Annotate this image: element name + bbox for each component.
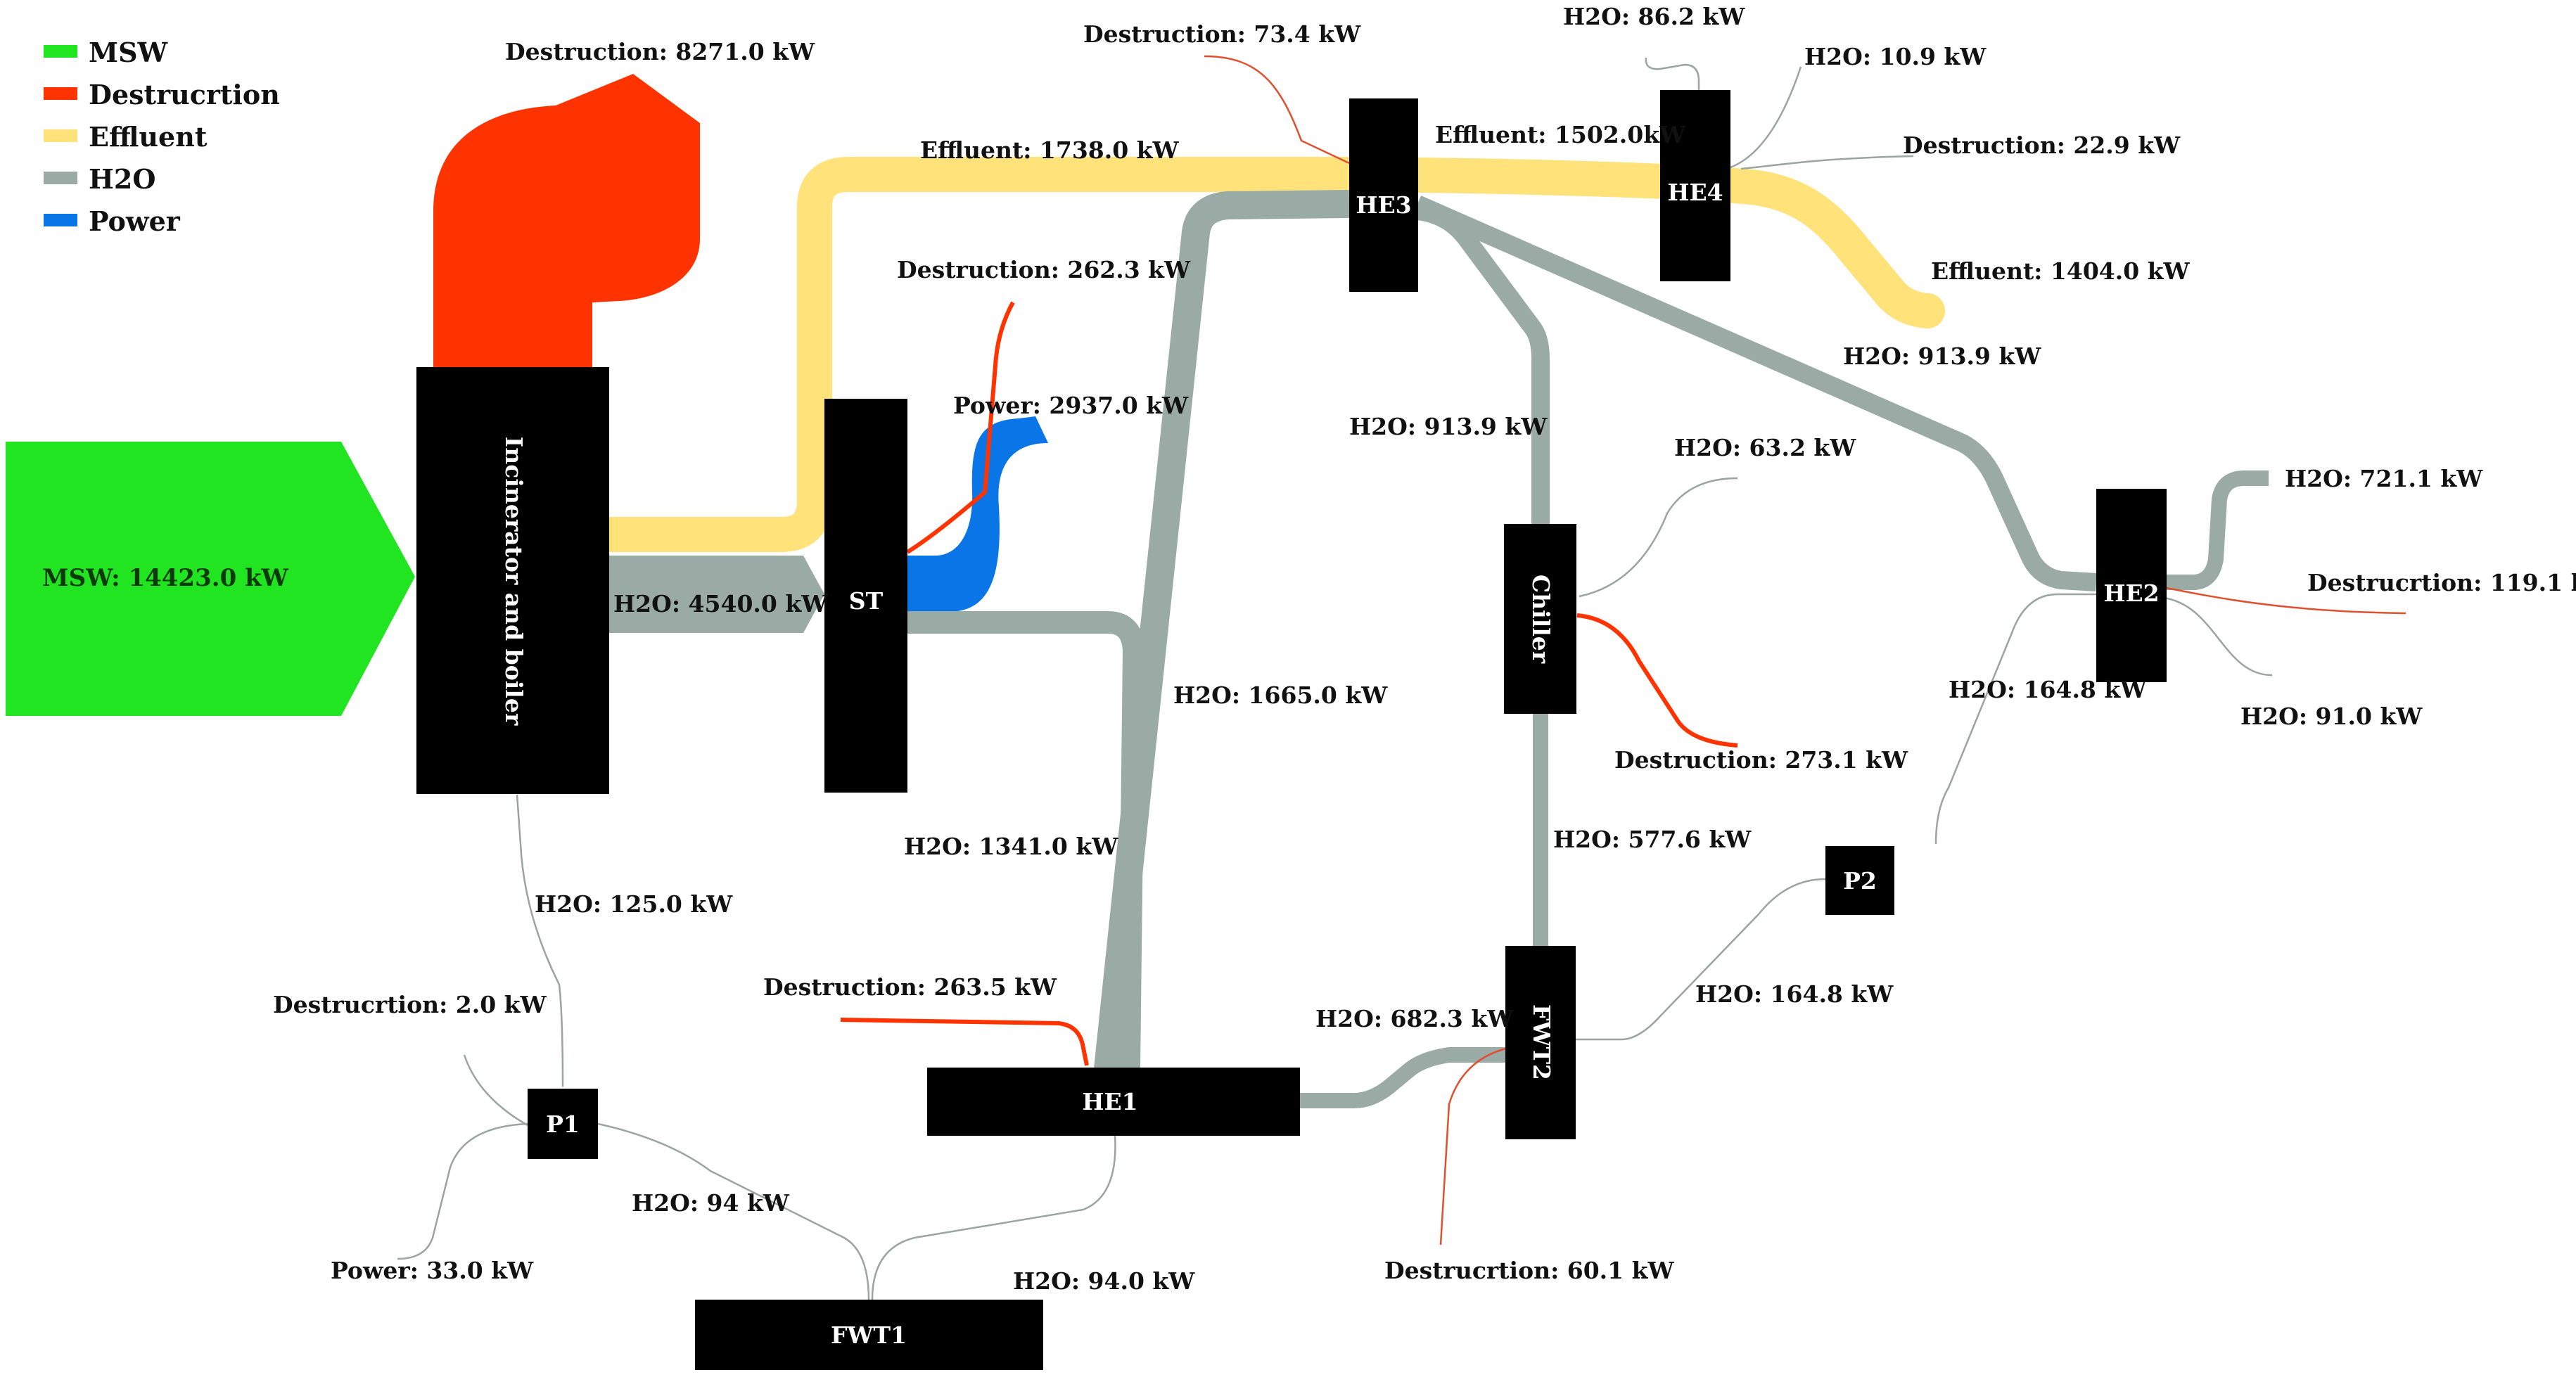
label-he1-h2o-fwt1: H2O: 94.0 kW (1013, 1267, 1195, 1295)
line-chiller-h2o-in (1579, 477, 1738, 598)
node-he3 (1349, 98, 1418, 292)
label-chiller-destruction: Destruction: 273.1 kW (1614, 746, 1908, 774)
line-fwt2-destruction (1439, 1046, 1510, 1245)
label-he3-h2o-chiller: H2O: 913.9 kW (1349, 413, 1548, 440)
legend-swatch-destruction (44, 87, 77, 100)
legend-swatch-msw (44, 45, 77, 58)
label-fwt2-h2o-p2: H2O: 164.8 kW (1695, 980, 1894, 1008)
label-p1-h2o-fwt1: H2O: 94 kW (632, 1189, 790, 1217)
line-he2-h2o-small (2162, 596, 2273, 677)
label-inc-effluent: Effluent: 1738.0 kW (920, 136, 1180, 164)
line-he1-destruction (840, 1018, 1089, 1066)
label-he4-h2o-out: H2O: 10.9 kW (1804, 43, 1987, 70)
line-inc-p1 (516, 794, 564, 1087)
node-p2 (1825, 846, 1894, 915)
flow-st-power (907, 416, 1048, 612)
node-label-p1: P1 (546, 1110, 580, 1138)
line-p1-power (397, 1122, 528, 1260)
label-he4-effluent: Effluent: 1404.0 kW (1931, 257, 2191, 285)
node-chiller (1504, 524, 1576, 714)
node-label-he4: HE4 (1667, 179, 1723, 206)
label-he1-h2o-he3: H2O: 1665.0 kW (1173, 681, 1388, 709)
line-chiller-destruction (1576, 613, 1738, 748)
line-he1-fwt1 (871, 1135, 1116, 1300)
legend-label-msw: MSW (89, 37, 169, 68)
label-chiller-h2o-in: H2O: 63.2 kW (1674, 434, 1856, 461)
node-he2 (2096, 489, 2167, 682)
node-fwt1 (695, 1300, 1043, 1370)
line-st-destruction (906, 301, 1015, 554)
legend-swatch-effluent (44, 129, 77, 142)
label-he2-h2o-out: H2O: 721.1 kW (2285, 465, 2483, 492)
node-label-fwt2: FWT2 (1528, 1004, 1555, 1080)
label-st-h2o-he1: H2O: 1341.0 kW (904, 833, 1118, 860)
legend-swatch-power (44, 214, 77, 226)
legend-label-destruction: Destrucrtion (89, 79, 280, 110)
line-p1-destruction (463, 1054, 528, 1127)
label-he3-h2o-he2: H2O: 913.9 kW (1843, 342, 2041, 370)
line-fwt2-p2 (1572, 878, 1826, 1041)
label-p1-power: Power: 33.0 kW (331, 1257, 534, 1284)
node-label-he2: HE2 (2103, 579, 2159, 607)
legend-label-power: Power (89, 205, 181, 237)
node-p1 (528, 1089, 598, 1159)
flow-incinerator-destruction (433, 74, 700, 367)
label-he1-destruction: Destruction: 263.5 kW (763, 973, 1057, 1001)
label-he2-destruction: Destrucrtion: 119.1 kW (2307, 569, 2576, 596)
flow-msw (6, 442, 415, 716)
node-label-he3: HE3 (1356, 191, 1411, 219)
line-he2-destruction (2162, 586, 2406, 615)
flow-he1-fwt2-h2o (1298, 1047, 1509, 1108)
legend-swatch-h2o (44, 172, 77, 184)
node-st (824, 399, 907, 793)
line-p1-fwt1 (597, 1122, 870, 1300)
label-he4-destruction: Destruction: 22.9 kW (1903, 132, 2181, 159)
label-p1-destruction: Destrucrtion: 2.0 kW (273, 991, 547, 1018)
flow-effluent-main (609, 157, 1945, 552)
label-st-destruction: Destruction: 262.3 kW (897, 256, 1191, 283)
node-incinerator (416, 367, 609, 794)
legend-label-effluent: Effluent (89, 121, 208, 153)
label-inc-h2o-st: H2O: 4540.0 kW (613, 590, 828, 617)
flow-he3-he2-h2o (1413, 196, 2097, 591)
node-label-incinerator: Incinerator and boiler (500, 437, 528, 726)
label-he2-h2o-small: H2O: 91.0 kW (2240, 703, 2423, 730)
node-he4 (1660, 90, 1730, 281)
node-label-he1: HE1 (1082, 1088, 1137, 1115)
label-fwt2-destruction: Destrucrtion: 60.1 kW (1384, 1257, 1674, 1284)
flow-st-he1-h2o (907, 611, 1145, 1070)
node-label-p2: P2 (1843, 867, 1877, 895)
node-label-chiller: Chiller (1527, 575, 1555, 664)
label-chiller-h2o-fwt2: H2O: 577.6 kW (1553, 826, 1752, 853)
nodes (416, 90, 2167, 1370)
flow-he2-out-h2o (2160, 470, 2269, 590)
label-he1-h2o-fwt2: H2O: 682.3 kW (1315, 1005, 1514, 1032)
line-he2-h2o-in (1934, 593, 2096, 845)
line-he4-h2o-in (1645, 57, 1700, 90)
label-he2-h2o-in: H2O: 164.8 kW (1949, 676, 2147, 703)
label-inc-h2o-p1: H2O: 125.0 kW (535, 890, 733, 918)
label-inc-destruction: Destruction: 8271.0 kW (505, 38, 815, 65)
line-he4-h2o-out (1730, 66, 1802, 169)
node-he1 (927, 1068, 1300, 1136)
label-st-power: Power: 2937.0 kW (953, 392, 1189, 419)
thin-flows (397, 55, 2406, 1300)
line-he3-destruction (1204, 55, 1350, 165)
line-he4-destruction (1740, 155, 1914, 170)
label-he3-effluent: Effluent: 1502.0kW (1435, 121, 1686, 148)
label-he4-h2o-in: H2O: 86.2 kW (1563, 3, 1745, 30)
flow-he1-he3-h2o (1094, 190, 1350, 1071)
flow-incinerator-st-h2o (609, 556, 824, 633)
node-label-st: ST (849, 587, 884, 615)
label-he3-destruction: Destruction: 73.4 kW (1083, 20, 1361, 48)
legend-label-h2o: H2O (89, 163, 155, 195)
legend: MSW Destrucrtion Effluent H2O Power (44, 37, 280, 237)
node-label-fwt1: FWT1 (831, 1321, 907, 1349)
label-msw-in: MSW: 14423.0 kW (42, 564, 289, 592)
node-fwt2 (1505, 946, 1576, 1139)
